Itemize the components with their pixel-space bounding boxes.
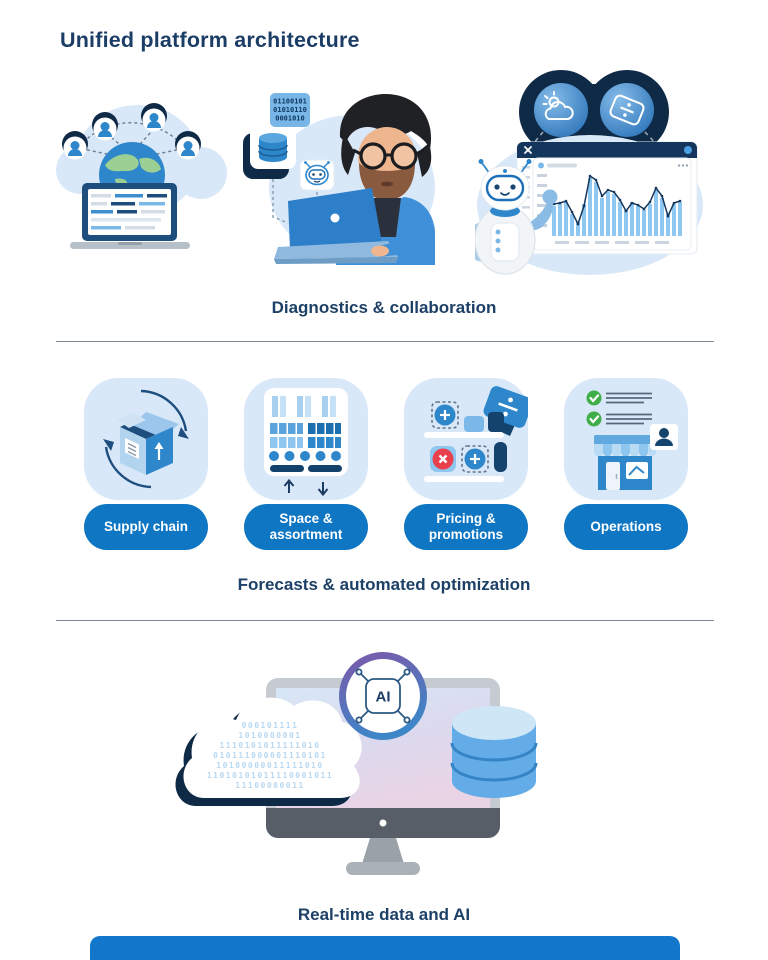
glasses-icon — [352, 142, 425, 170]
operations-label: Operations — [564, 504, 688, 550]
avatar — [62, 131, 88, 160]
avatar — [141, 103, 167, 132]
binary-line: 01100101 — [273, 98, 307, 106]
plus-icon — [470, 454, 480, 464]
plus-icon — [440, 410, 450, 420]
more-icon — [677, 164, 689, 167]
cloud-binary-row: 11010101011110001011 — [207, 771, 333, 780]
window-dot — [684, 146, 692, 154]
card-pricing-promotions: Pricing & promotions — [404, 378, 528, 550]
robot-icon — [475, 159, 558, 275]
avatar-card — [650, 424, 678, 450]
developer-arm — [378, 223, 435, 257]
collaboration-illustration — [56, 103, 227, 249]
tall-products — [272, 396, 336, 417]
developer-laptop-icon — [274, 188, 398, 264]
dashboard-dots — [552, 174, 682, 226]
card-supply-chain: Supply chain — [84, 378, 208, 550]
dashboard-bars — [552, 178, 682, 236]
avatar — [92, 112, 118, 141]
binary-line: 01010110 — [273, 106, 307, 114]
dashboard-line — [553, 174, 681, 226]
cloud-binary-row: 1110101011111010 — [219, 741, 320, 750]
binary-line: 0001010 — [275, 115, 305, 123]
binary-cloud-icon: 000101111 1010000001 1110101011111010 01… — [175, 697, 362, 806]
weather-icon — [542, 91, 574, 120]
supply-chain-icon — [84, 378, 208, 500]
robot-dashboard-illustration — [475, 70, 703, 275]
cloud-binary-row: 11100000011 — [235, 781, 304, 790]
caption-diagnostics: Diagnostics & collaboration — [271, 298, 497, 317]
segmented-row-2 — [270, 437, 341, 448]
pricing-bubble — [600, 83, 654, 137]
page-title: Unified platform architecture — [60, 28, 360, 52]
supply-chain-label: Supply chain — [84, 504, 208, 550]
shelf-planogram-icon — [244, 378, 368, 500]
shelf-bar — [424, 476, 504, 482]
ai-badge: AI — [339, 652, 427, 740]
checklist-icon — [586, 390, 652, 427]
operations-icon — [564, 378, 688, 500]
round-products — [269, 451, 341, 461]
cloud-binary-row: 1010000001 — [238, 731, 301, 740]
developer-illustration: 01100101 01010110 0001010 — [243, 93, 435, 265]
segmented-row-1 — [270, 423, 341, 434]
dashboard-window — [516, 141, 698, 255]
realtime-data-illustration: 000101111 1010000001 1110101011111010 01… — [175, 652, 538, 875]
developer-hand — [371, 245, 389, 257]
next-section-edge — [90, 936, 680, 960]
shelf-bar — [424, 432, 504, 438]
card-operations: Operations — [564, 378, 688, 550]
avatar — [175, 131, 201, 160]
ai-chip-icon — [355, 668, 411, 724]
database-cylinder-icon — [450, 706, 538, 798]
up-down-arrows — [283, 478, 329, 497]
section-divider-2 — [56, 620, 714, 621]
section-divider-1 — [56, 341, 714, 342]
cloud-binary-row: 10100000011111010 — [216, 761, 323, 770]
cloud-binary-row: 010111000001110101 — [213, 751, 327, 760]
binary-chip: 01100101 01010110 0001010 — [270, 93, 310, 127]
caption-forecasts: Forecasts & automated optimization — [237, 575, 531, 594]
card-space-assortment: Space & assortment — [244, 378, 368, 550]
price-tag-icon — [609, 94, 645, 126]
close-icon — [524, 146, 532, 154]
caption-realtime: Real-time data and AI — [297, 905, 471, 924]
storefront-icon — [594, 435, 656, 490]
robot-head-card — [299, 159, 335, 191]
x-axis-ticks — [555, 241, 669, 244]
laptop-icon — [70, 183, 190, 249]
cloud-binary-row: 000101111 — [242, 721, 299, 730]
database-card — [243, 125, 296, 179]
cloud-blob-right — [175, 147, 227, 199]
cloud-blob-left — [56, 146, 104, 194]
space-assortment-label: Space & assortment — [244, 504, 368, 550]
robot-head-icon — [304, 161, 330, 186]
user-avatars — [62, 103, 201, 160]
cycle-arrows — [104, 389, 188, 489]
database-icon — [258, 133, 288, 162]
ai-label: AI — [376, 689, 391, 706]
box-icon — [117, 412, 179, 475]
weather-bubble — [534, 83, 588, 137]
x-icon — [438, 454, 448, 464]
pricing-promotions-label: Pricing & promotions — [404, 504, 528, 550]
pricing-promotions-icon — [404, 378, 528, 500]
